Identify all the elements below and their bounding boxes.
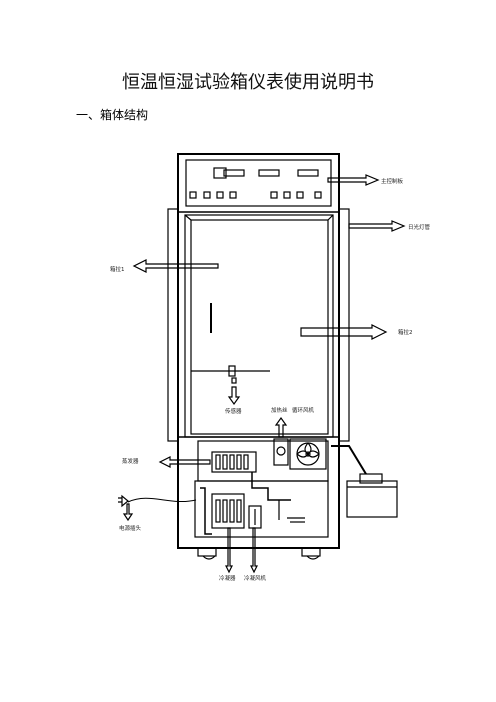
door-inner xyxy=(190,219,329,435)
arrow-humidifier xyxy=(274,416,288,438)
foot-left xyxy=(197,547,217,557)
water-tank xyxy=(346,480,398,518)
evaporator-compartment xyxy=(197,440,329,482)
arrow-power-plug xyxy=(122,503,134,522)
section-heading: 一、箱体结构 xyxy=(76,108,149,122)
label-humidifier: 加热丝 xyxy=(271,406,288,414)
label-fluorescent-lamp: 日光灯管 xyxy=(408,223,431,231)
display-2 xyxy=(223,169,245,177)
humidifier xyxy=(273,438,289,466)
control-panel xyxy=(185,159,332,207)
label-box-handle-2: 箱拉2 xyxy=(398,328,413,336)
label-sensor: 传感器 xyxy=(225,407,242,415)
label-circulation-fan: 循环风机 xyxy=(292,406,315,414)
display-1 xyxy=(213,167,227,179)
label-evaporator: 蒸发器 xyxy=(122,457,139,465)
arrow-box-handle-1 xyxy=(132,259,219,273)
circulation-fan xyxy=(289,438,327,470)
arrow-evaporator xyxy=(158,456,211,468)
document-title: 恒温恒湿试验箱仪表使用说明书 xyxy=(122,72,374,93)
left-rail xyxy=(167,208,179,442)
foot-right xyxy=(301,547,321,557)
label-control-panel: 主控制板 xyxy=(381,177,404,185)
right-rail xyxy=(338,208,350,442)
arrow-fluorescent-lamp xyxy=(348,220,406,232)
display-4 xyxy=(297,169,319,177)
arrow-box-handle-2 xyxy=(300,324,388,340)
arrow-control-panel xyxy=(327,174,380,186)
evaporator xyxy=(211,451,257,473)
label-power-plug: 电源插头 xyxy=(119,524,142,532)
label-condenser: 冷凝器 xyxy=(219,574,236,582)
label-condenser-fan: 冷凝风机 xyxy=(244,574,267,582)
condenser xyxy=(211,493,245,529)
arrow-condenser-fan xyxy=(250,527,258,574)
cabinet-outline xyxy=(177,153,340,549)
arrow-sensor xyxy=(227,386,241,406)
door-outer xyxy=(184,214,334,438)
display-3 xyxy=(258,169,280,177)
arrow-condenser xyxy=(225,527,233,574)
label-box-handle-1: 箱拉1 xyxy=(110,265,125,273)
compressor-compartment xyxy=(194,480,329,538)
